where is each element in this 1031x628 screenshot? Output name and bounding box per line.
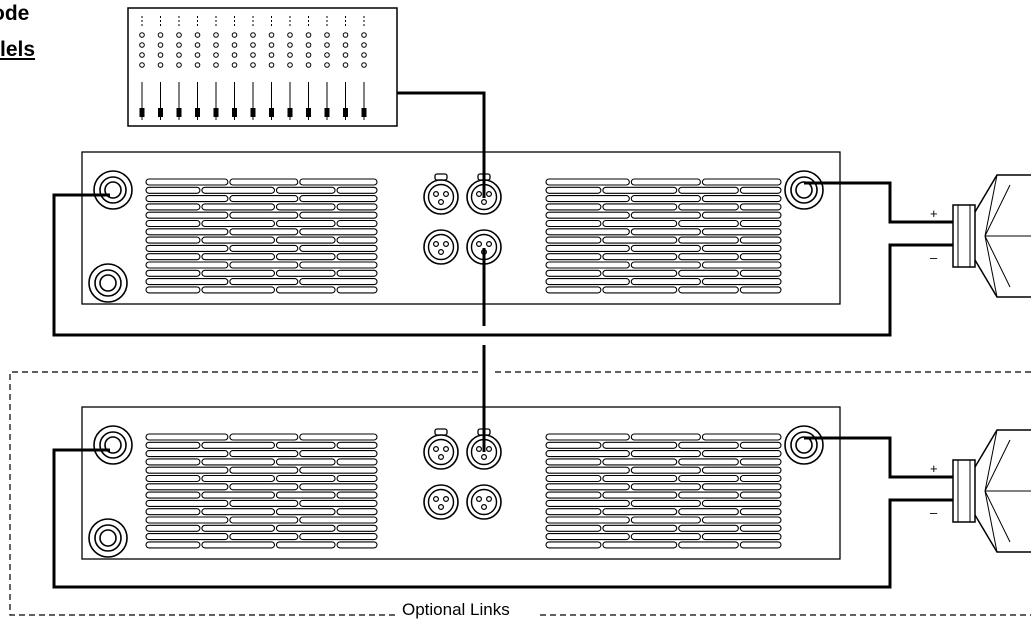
mixer-channel-strip — [176, 16, 182, 120]
mixer-channel-strip — [268, 16, 275, 120]
mixer-channel-strip — [139, 16, 145, 120]
speakon-jack-right-icon — [784, 425, 824, 465]
mixer-channel-strip — [287, 16, 293, 120]
speakon-jack-left-icon — [93, 425, 133, 465]
speaker-top: + – — [930, 174, 1031, 298]
mixer-channel-strip — [157, 16, 164, 120]
vent-slots-right — [545, 178, 782, 294]
mixer-channel-strips — [139, 16, 367, 120]
speaker-top-plus-label: + — [930, 206, 938, 221]
xlr-input-a-icon — [423, 428, 459, 470]
xlr-link-a-icon — [423, 229, 459, 265]
speaker-bottom-minus-label: – — [930, 505, 938, 520]
mixer-channel-strip — [213, 16, 219, 120]
xlr-link-b-icon — [466, 484, 502, 520]
amp-top-right-output-cable — [804, 181, 955, 224]
optional-links-label: Optional Links — [398, 600, 514, 620]
vent-slots-left — [145, 178, 378, 294]
mixer-channel-strip — [342, 16, 349, 120]
amplifier-top — [81, 151, 841, 305]
amp-bottom-left-output-cable — [52, 448, 955, 589]
amplifier-bottom — [81, 406, 841, 560]
mixer-channel-strip — [194, 16, 201, 120]
mixer-to-amp-top-input-cable — [397, 91, 486, 198]
speakon-jack-left-lower-icon — [88, 518, 128, 558]
optional-links-dashed-box — [9, 371, 1031, 616]
mixer-channel-strip — [361, 16, 367, 120]
page-title-line-1: ode — [0, 2, 30, 25]
mixer-channel-strip — [231, 16, 238, 120]
mixer-channel-strip — [250, 16, 256, 120]
speakon-jack-left-icon — [93, 170, 133, 210]
mixer-channel-strip — [305, 16, 312, 120]
speaker-bottom: + – — [930, 429, 1031, 553]
vent-slots-left — [145, 433, 378, 549]
vent-slots-right — [545, 433, 782, 549]
speakon-jack-left-lower-icon — [88, 263, 128, 303]
mixer-channel-strip — [324, 16, 330, 120]
speakon-jack-right-icon — [784, 170, 824, 210]
cables — [52, 91, 955, 589]
page-title-line-2: lels — [0, 38, 36, 61]
speaker-bottom-plus-label: + — [930, 461, 938, 476]
amp-top-left-output-cable — [52, 193, 955, 337]
speaker-top-minus-label: – — [930, 250, 938, 265]
xlr-input-a-icon — [423, 173, 459, 215]
mixer-console — [127, 7, 398, 127]
xlr-link-a-icon — [423, 484, 459, 520]
amp-bottom-right-output-cable — [804, 436, 955, 479]
